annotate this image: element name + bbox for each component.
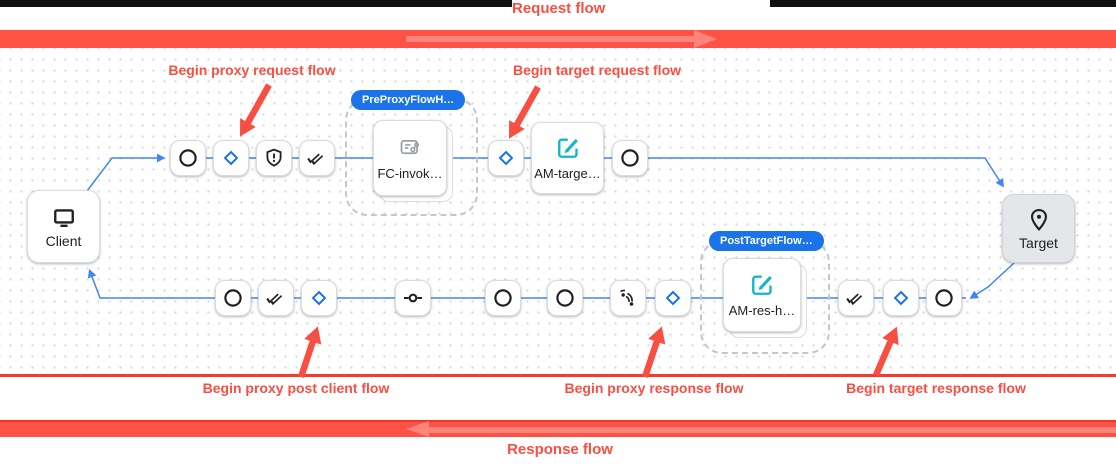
request-step-circle[interactable] [170,140,206,176]
callout-begin-proxy-post-client-flow: Begin proxy post client flow [202,380,390,396]
circle-icon [177,147,199,169]
target-label: Target [1019,234,1058,251]
request-step-shield[interactable] [256,140,292,176]
circle-icon [619,147,641,169]
response-step-circle[interactable] [485,280,521,316]
response-step-circle[interactable] [547,280,583,316]
response-step-circle[interactable] [215,280,251,316]
response-step-sensors[interactable] [610,280,646,316]
policy-node-am-target[interactable]: AM-targe… [531,122,604,194]
target-endpoint[interactable]: Target [1002,194,1075,263]
request-step-begin-target-diamond[interactable] [488,140,524,176]
response-step-circle[interactable] [926,280,962,316]
edit-square-icon [555,135,581,161]
request-step-circle-end[interactable] [612,140,648,176]
double-check-icon [306,147,328,169]
sensors-icon [617,287,639,309]
response-flow-label: Response flow [507,441,613,458]
flow-canvas[interactable] [0,48,1116,374]
callout-begin-target-request-flow: Begin target request flow [512,62,682,78]
edit-square-icon [749,272,775,298]
circle-icon [222,287,244,309]
flow-diamond-icon [662,287,684,309]
response-step-proxy-response-diamond[interactable] [655,280,691,316]
callout-begin-proxy-response-flow: Begin proxy response flow [564,380,744,396]
response-flow-bar [0,420,1116,437]
flow-diamond-icon [308,287,330,309]
client-label: Client [45,232,82,249]
policy-label: AM-res-h… [728,303,796,318]
callout-begin-proxy-request-flow: Begin proxy request flow [168,62,336,78]
policy-label: AM-targe… [534,166,601,181]
request-arrow-shaft [406,36,694,42]
canvas-bottom-red-line [0,374,1116,377]
response-step-double-check[interactable] [258,280,294,316]
response-step-commit[interactable] [395,280,431,316]
monitor-icon [51,205,77,231]
policy-label: FC-invok… [377,166,443,181]
request-step-double-check[interactable] [299,140,335,176]
flow-diamond-icon [495,147,517,169]
shield-alert-icon [263,147,285,169]
request-flow-label: Request flow [512,0,606,17]
request-flow-bar [0,30,1116,50]
circle-icon [554,287,576,309]
commit-icon [402,287,424,309]
response-step-post-client-diamond[interactable] [301,280,337,316]
flow-diamond-icon [220,147,242,169]
flow-callout-icon [397,135,423,161]
policy-node-am-res-h[interactable]: AM-res-h… [723,258,807,338]
location-pin-icon [1026,207,1052,233]
double-check-icon [265,287,287,309]
response-arrow-head [406,421,429,437]
pre-proxy-flowhook-badge[interactable]: PreProxyFlowH… [351,90,466,110]
double-check-icon [845,287,867,309]
request-step-begin-proxy-diamond[interactable] [213,140,249,176]
request-arrow-head [694,30,717,48]
response-step-double-check[interactable] [838,280,874,316]
request-flow-banner: Request flow [512,0,770,30]
response-arrow-shaft [429,427,1116,433]
callout-begin-target-response-flow: Begin target response flow [846,380,1026,396]
client-endpoint[interactable]: Client [27,190,100,263]
circle-icon [933,287,955,309]
response-step-target-response-diamond[interactable] [883,280,919,316]
post-target-flowhook-badge[interactable]: PostTargetFlow… [709,231,824,251]
policy-node-fc-invoke[interactable]: FC-invok… [373,120,453,202]
circle-icon [492,287,514,309]
flow-diamond-icon [890,287,912,309]
